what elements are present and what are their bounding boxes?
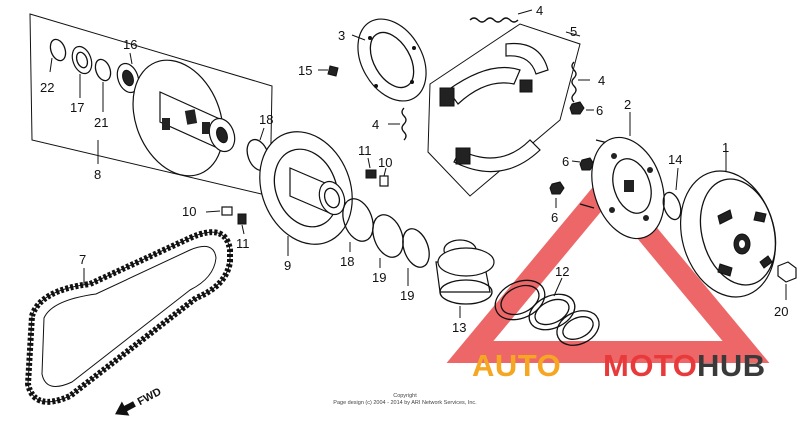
fwd-label: FWD <box>136 386 164 408</box>
collar-10-upper <box>379 175 389 187</box>
callout-19-lower: 19 <box>400 288 414 303</box>
callout-4-top: 4 <box>536 3 543 18</box>
callout-labels: 22 17 16 21 8 18 3 15 4 4 4 5 6 6 6 2 11… <box>40 3 788 335</box>
plate-part-3 <box>351 18 427 102</box>
spring-4-top <box>469 17 519 23</box>
driven-face-part-9 <box>259 131 353 256</box>
clutch-shoe-group-5 <box>427 23 581 197</box>
callout-18-top: 18 <box>259 112 273 127</box>
ring-18-lower <box>342 198 374 242</box>
screw-15 <box>327 65 339 77</box>
clutch-plate-part-2 <box>579 112 665 240</box>
callout-6-middle: 6 <box>562 154 569 169</box>
copyright-line-2: Page design (c) 2004 - 2014 by ARI Netwo… <box>333 400 477 406</box>
nut-6-lower <box>549 181 565 195</box>
pin-11-upper <box>365 169 377 179</box>
watermark-text-moto: MOTO <box>603 348 698 383</box>
callout-5: 5 <box>570 24 577 39</box>
watermark-text-auto: AUTO <box>472 348 562 383</box>
callout-2: 2 <box>624 97 631 112</box>
callout-15: 15 <box>298 63 312 78</box>
callout-18-lower: 18 <box>340 254 354 269</box>
callout-10-upper: 10 <box>378 155 392 170</box>
drive-belt-part-7 <box>24 229 233 405</box>
watermark-triangle-logo <box>446 168 770 363</box>
callout-11-lower: 11 <box>236 236 250 251</box>
callout-10-lower: 10 <box>182 204 196 219</box>
callout-13: 13 <box>452 320 466 335</box>
copyright-notice: Copyright Page design (c) 2004 - 2014 by… <box>280 393 530 407</box>
callout-16: 16 <box>123 37 137 52</box>
callout-6-upper: 6 <box>596 103 603 118</box>
callout-19-upper: 19 <box>372 270 386 285</box>
clutch-outer-part-1 <box>679 144 777 298</box>
watermark-text-hub: HUB <box>697 348 766 383</box>
callout-12: 12 <box>555 264 569 279</box>
callout-14: 14 <box>668 152 682 167</box>
nut-6-middle <box>579 157 595 171</box>
callout-4-left: 4 <box>372 117 379 132</box>
callout-6-lower: 6 <box>551 210 558 225</box>
callout-20: 20 <box>774 304 788 319</box>
copyright-line-1: Copyright <box>393 393 417 399</box>
callout-9: 9 <box>284 258 291 273</box>
callout-21: 21 <box>94 115 108 130</box>
callout-8: 8 <box>94 167 101 182</box>
callout-17: 17 <box>70 100 84 115</box>
washer-14 <box>662 191 682 221</box>
collar-10-lower <box>221 206 233 216</box>
fwd-arrow: FWD <box>115 386 164 416</box>
callout-1: 1 <box>722 140 729 155</box>
nut-6-upper <box>569 101 585 115</box>
callout-22: 22 <box>40 80 54 95</box>
callout-3: 3 <box>338 28 345 43</box>
callout-11-upper: 11 <box>358 143 372 158</box>
collar-part-13 <box>435 239 495 318</box>
callout-7: 7 <box>79 252 86 267</box>
rings-part-12 <box>494 277 600 346</box>
spring-4-left <box>401 107 407 141</box>
pin-11-lower <box>237 213 247 225</box>
spring-4-right <box>571 61 577 103</box>
nut-20 <box>777 261 797 283</box>
ring-19-lower <box>402 228 430 268</box>
ring-19-upper <box>372 214 404 258</box>
drive-face-assembly-group <box>29 13 273 197</box>
callout-4-right: 4 <box>598 73 605 88</box>
